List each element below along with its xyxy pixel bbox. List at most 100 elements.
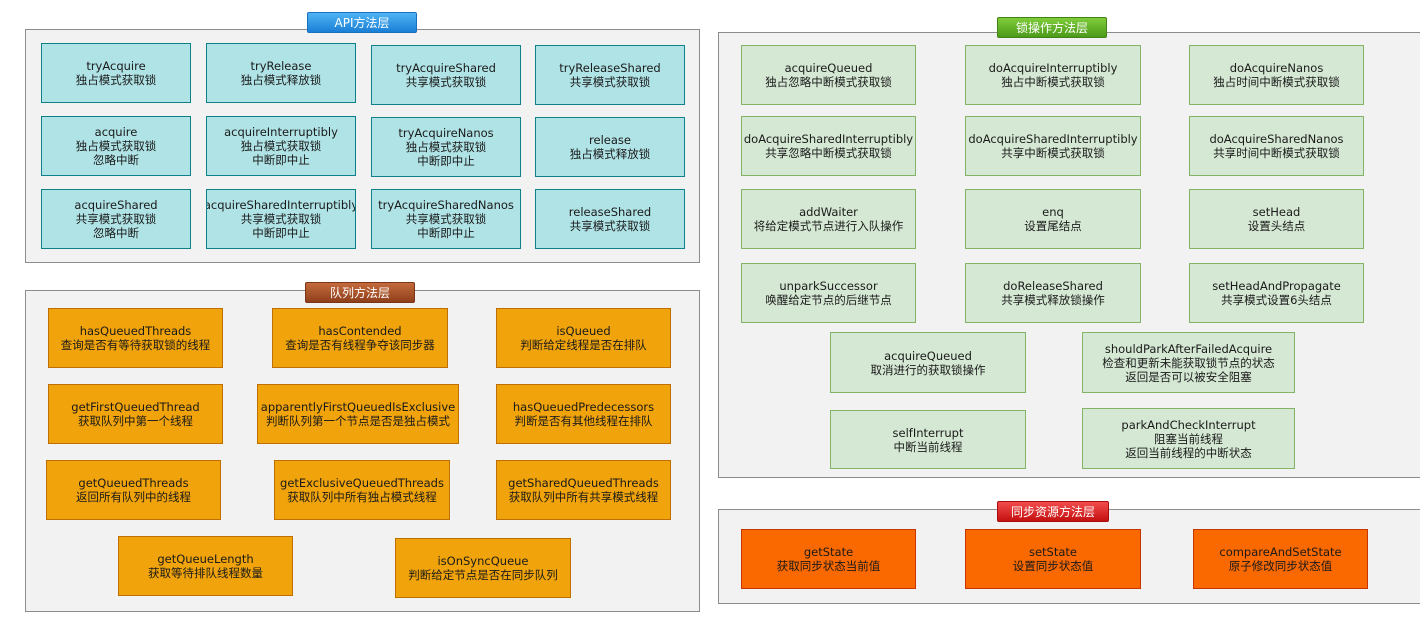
- lock-node: acquireQueued 独占忽略中断模式获取锁: [741, 45, 916, 105]
- state-node: setState 设置同步状态值: [965, 529, 1141, 589]
- node-desc: 共享模式获取锁: [405, 75, 487, 89]
- api-node: acquireInterruptibly 独占模式获取锁 中断即中止: [206, 116, 356, 176]
- node-desc: 共享中断模式获取锁: [1001, 146, 1105, 160]
- node-desc: 返回是否可以被安全阻塞: [1125, 369, 1252, 384]
- queue-node: hasQueuedThreads 查询是否有等待获取锁的线程: [48, 308, 223, 368]
- node-desc: 忽略中断: [93, 153, 139, 167]
- node-title: acquireInterruptibly: [224, 125, 338, 139]
- node-title: acquireSharedInterruptibly: [206, 198, 356, 212]
- node-desc: 设置头结点: [1247, 219, 1306, 233]
- lock-layer-title: 锁操作方法层: [997, 17, 1107, 38]
- node-desc: 中断即中止: [252, 153, 310, 167]
- node-desc: 判断给定线程是否在排队: [520, 338, 647, 352]
- api-node: tryRelease 独占模式释放锁: [206, 43, 356, 103]
- node-desc: 独占模式释放锁: [240, 73, 322, 87]
- lock-node: unparkSuccessor 唤醒给定节点的后继节点: [741, 263, 916, 323]
- node-desc: 独占模式获取锁: [405, 140, 487, 154]
- node-desc: 共享模式设置6头结点: [1221, 293, 1332, 307]
- node-title: getFirstQueuedThread: [71, 400, 200, 414]
- node-title: acquireQueued: [784, 61, 873, 75]
- node-desc: 获取等待排队线程数量: [148, 566, 263, 580]
- node-desc: 共享模式获取锁: [569, 219, 651, 233]
- node-title: doAcquireSharedInterruptibly: [968, 132, 1138, 146]
- node-desc: 将给定模式节点进行入队操作: [753, 219, 904, 233]
- node-title: isOnSyncQueue: [437, 554, 529, 568]
- node-title: tryAcquire: [86, 59, 146, 73]
- node-desc: 独占时间中断模式获取锁: [1213, 75, 1340, 89]
- node-desc: 独占模式获取锁: [75, 139, 157, 153]
- node-title: shouldParkAfterFailedAcquire: [1104, 341, 1273, 356]
- api-node: releaseShared 共享模式获取锁: [535, 189, 685, 249]
- queue-node: hasContended 查询是否有线程争夺该同步器: [272, 308, 448, 368]
- node-title: releaseShared: [568, 205, 652, 219]
- node-title: acquire: [94, 125, 138, 139]
- queue-node: hasQueuedPredecessors 判断是否有其他线程在排队: [496, 384, 671, 444]
- queue-node: getQueuedThreads 返回所有队列中的线程: [46, 460, 221, 520]
- api-node: acquireShared 共享模式获取锁 忽略中断: [41, 189, 191, 249]
- node-desc: 原子修改同步状态值: [1228, 559, 1333, 573]
- node-desc: 中断即中止: [252, 226, 310, 240]
- node-title: hasQueuedPredecessors: [512, 400, 655, 414]
- node-title: acquireShared: [74, 198, 158, 212]
- node-title: setHeadAndPropagate: [1212, 279, 1341, 293]
- api-node: release 独占模式释放锁: [535, 117, 685, 177]
- node-desc: 取消进行的获取锁操作: [870, 362, 986, 377]
- node-title: tryRelease: [250, 59, 312, 73]
- node-desc: 共享忽略中断模式获取锁: [765, 146, 892, 160]
- lock-node: doAcquireSharedInterruptibly 共享中断模式获取锁: [965, 116, 1141, 176]
- node-title: doAcquireInterruptibly: [988, 61, 1118, 75]
- node-title: hasQueuedThreads: [79, 324, 192, 338]
- state-node: getState 获取同步状态当前值: [741, 529, 916, 589]
- lock-node: selfInterrupt 中断当前线程: [830, 410, 1026, 469]
- api-node: tryAcquireNanos 独占模式获取锁 中断即中止: [371, 117, 521, 177]
- node-desc: 查询是否有线程争夺该同步器: [285, 338, 435, 352]
- node-title: getExclusiveQueuedThreads: [280, 476, 444, 490]
- node-desc: 获取队列中第一个线程: [78, 414, 193, 428]
- node-title: tryAcquireSharedNanos: [378, 198, 514, 212]
- node-desc: 独占模式获取锁: [75, 73, 157, 87]
- node-desc: 独占模式获取锁: [240, 139, 322, 153]
- node-title: setHead: [1252, 205, 1301, 219]
- node-desc: 共享模式获取锁: [240, 212, 322, 226]
- lock-node: shouldParkAfterFailedAcquire 检查和更新未能获取锁节…: [1082, 332, 1295, 393]
- node-desc: 判断给定节点是否在同步队列: [408, 568, 558, 582]
- node-title: tryAcquireNanos: [398, 126, 494, 140]
- node-title: doAcquireSharedNanos: [1209, 132, 1344, 146]
- node-desc: 共享模式获取锁: [405, 212, 487, 226]
- lock-node: acquireQueued 取消进行的获取锁操作: [830, 332, 1026, 393]
- lock-node: doAcquireNanos 独占时间中断模式获取锁: [1189, 45, 1364, 105]
- node-title: release: [589, 133, 631, 147]
- node-desc: 共享模式获取锁: [75, 212, 157, 226]
- api-layer-title: API方法层: [307, 12, 417, 33]
- node-desc: 中断即中止: [417, 154, 475, 168]
- node-title: apparentlyFirstQueuedIsExclusive: [260, 400, 456, 414]
- lock-node: parkAndCheckInterrupt 阻塞当前线程 返回当前线程的中断状态: [1082, 408, 1295, 469]
- state-layer-title: 同步资源方法层: [997, 501, 1109, 522]
- lock-node: setHead 设置头结点: [1189, 189, 1364, 249]
- node-desc: 判断是否有其他线程在排队: [514, 414, 653, 428]
- lock-node: addWaiter 将给定模式节点进行入队操作: [741, 189, 916, 249]
- node-title: hasContended: [318, 324, 402, 338]
- queue-node: isOnSyncQueue 判断给定节点是否在同步队列: [395, 538, 571, 598]
- node-desc: 独占忽略中断模式获取锁: [765, 75, 892, 89]
- lock-node: doAcquireSharedInterruptibly 共享忽略中断模式获取锁: [741, 116, 916, 176]
- node-desc: 获取队列中所有独占模式线程: [287, 490, 437, 504]
- node-title: tryReleaseShared: [559, 61, 661, 75]
- queue-layer-title: 队列方法层: [305, 282, 415, 303]
- node-title: getSharedQueuedThreads: [508, 476, 659, 490]
- node-title: doAcquireSharedInterruptibly: [743, 132, 914, 146]
- node-title: getQueuedThreads: [78, 476, 189, 490]
- queue-node: getSharedQueuedThreads 获取队列中所有共享模式线程: [496, 460, 671, 520]
- api-node: tryAcquireSharedNanos 共享模式获取锁 中断即中止: [371, 189, 521, 249]
- node-desc: 查询是否有等待获取锁的线程: [60, 338, 211, 352]
- node-title: parkAndCheckInterrupt: [1121, 417, 1256, 432]
- node-title: tryAcquireShared: [396, 61, 496, 75]
- node-title: doAcquireNanos: [1229, 61, 1324, 75]
- lock-node: enq 设置尾结点: [965, 189, 1141, 249]
- lock-node: setHeadAndPropagate 共享模式设置6头结点: [1189, 263, 1364, 323]
- node-desc: 设置尾结点: [1024, 219, 1082, 233]
- node-desc: 中断即中止: [417, 226, 475, 240]
- node-title: selfInterrupt: [892, 425, 964, 440]
- node-title: compareAndSetState: [1219, 545, 1342, 559]
- queue-node: getQueueLength 获取等待排队线程数量: [118, 536, 293, 596]
